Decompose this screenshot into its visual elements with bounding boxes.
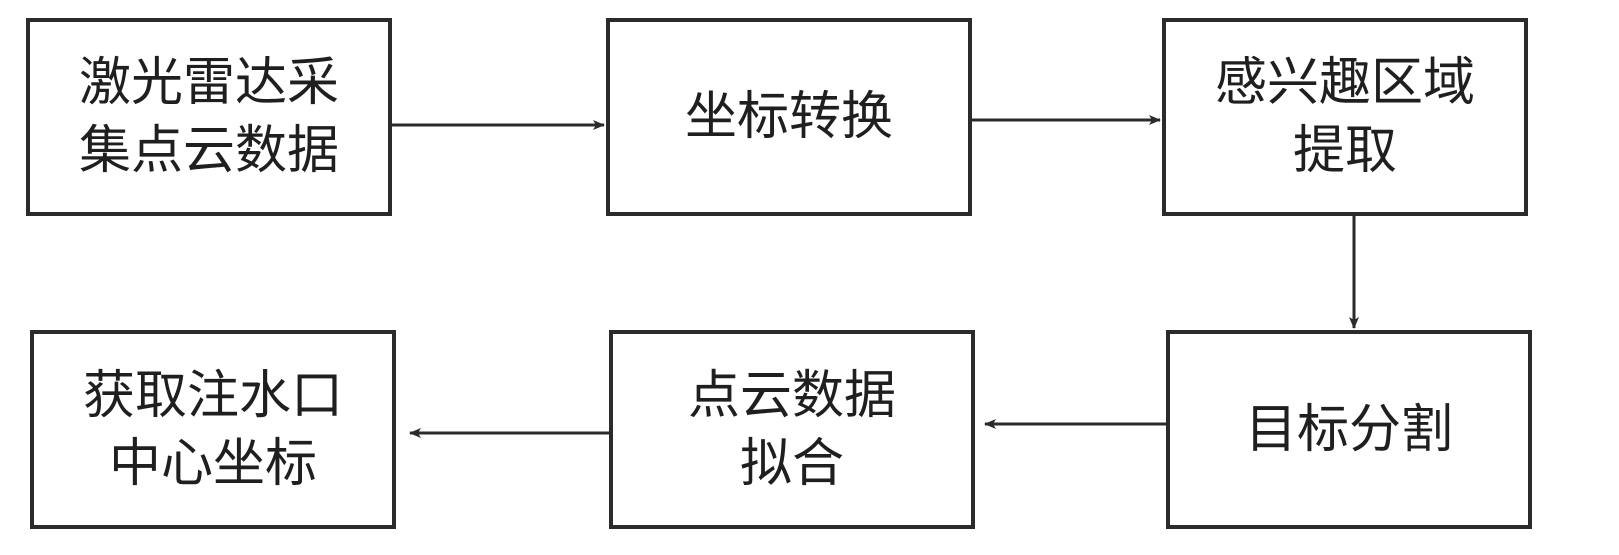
step-label: 坐标转换	[684, 87, 893, 147]
step-label: 激光雷达采 集点云数据	[78, 53, 339, 181]
step-label: 获取注水口 中心坐标	[82, 365, 343, 494]
step-label: 感兴趣区域 提取	[1214, 53, 1475, 181]
step-label: 目标分割	[1244, 399, 1453, 460]
step-coordinate-transform: 坐标转换	[606, 18, 972, 216]
step-target-segmentation: 目标分割	[1166, 330, 1532, 529]
step-get-inlet-center: 获取注水口 中心坐标	[30, 330, 396, 529]
step-laser-acquisition: 激光雷达采 集点云数据	[26, 18, 392, 216]
step-pointcloud-fitting: 点云数据 拟合	[609, 330, 975, 529]
step-label: 点云数据 拟合	[687, 365, 896, 494]
step-roi-extraction: 感兴趣区域 提取	[1162, 18, 1528, 216]
